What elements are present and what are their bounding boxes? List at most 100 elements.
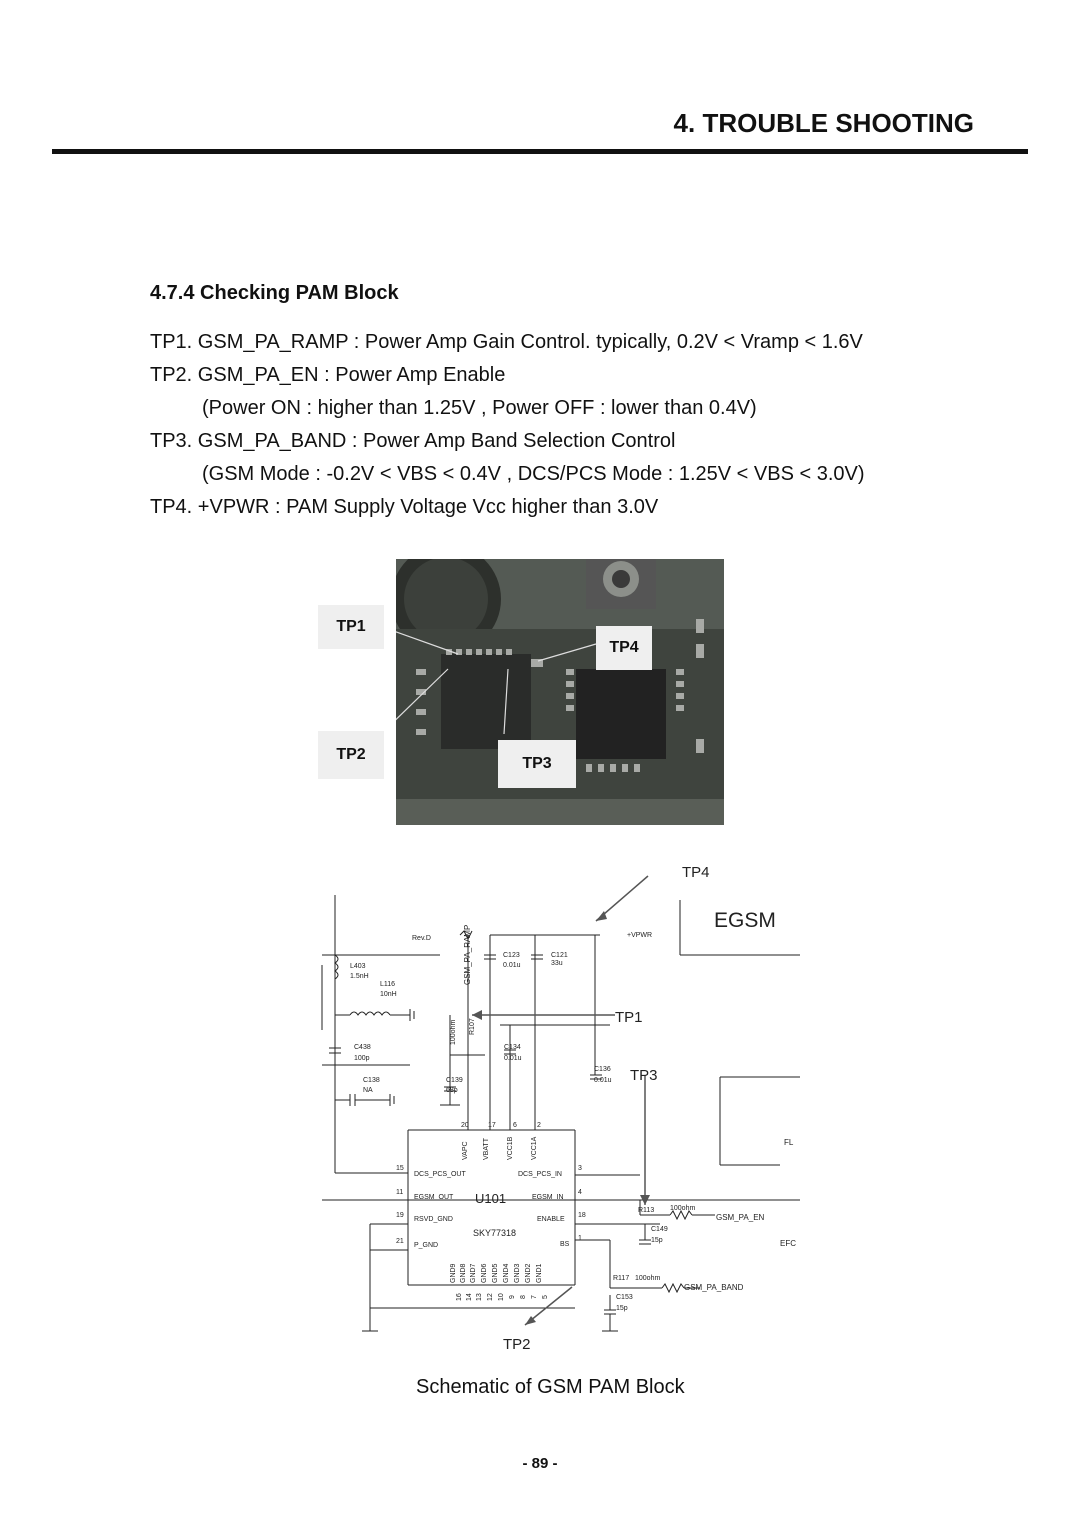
schem-pin-vapc: VAPC [462,1141,469,1160]
schem-c438: C438 [354,1044,371,1051]
schem-r113: R113 [638,1207,654,1214]
header-rule [52,149,1028,154]
schem-tp3: TP3 [630,1067,658,1084]
schem-c136v: 0.01u [594,1077,612,1084]
schem-c153v: 15p [616,1305,628,1312]
schem-gndnum-12: 12 [487,1293,494,1301]
schem-gnd1: GND1 [536,1263,543,1283]
schem-c138: C138 [363,1077,380,1084]
schem-gndnum-5: 5 [542,1295,549,1299]
text-line-tp3-detail: (GSM Mode : -0.2V < VBS < 0.4V , DCS/PCS… [202,463,865,485]
schem-pin-vbatt: VBATT [483,1137,490,1160]
schem-gndnum-14: 14 [466,1293,473,1301]
schem-tp1: TP1 [615,1009,643,1026]
photo-label-tp2: TP2 [318,731,384,779]
schem-rpin-bs: BS [560,1241,570,1248]
schem-c121v: 33u [551,960,563,967]
text-line-tp4: TP4. +VPWR : PAM Supply Voltage Vcc high… [150,496,659,518]
schem-l116v: 10nH [380,991,397,998]
section-title: 4.7.4 Checking PAM Block [150,282,399,304]
schem-gndnum-10: 10 [498,1293,505,1301]
schem-r107v: 100ohm [450,1020,457,1045]
schem-rpin-dcs-pcs-in: DCS_PCS_IN [518,1171,562,1178]
schem-c139v: 68p [446,1087,458,1094]
schem-pin-vcc1a: VCC1A [531,1136,538,1160]
schem-gnd8: GND8 [460,1263,467,1283]
schem-tp4: TP4 [682,864,710,881]
schem-lnum-11: 11 [396,1189,403,1196]
schem-c149: C149 [651,1226,668,1233]
schem-l403v: 1.5nH [350,973,369,980]
schem-lnum-15: 15 [396,1165,404,1172]
schem-l403: L403 [350,963,366,970]
schem-gsm-pa-band: GSM_PA_BAND [684,1283,744,1292]
schem-gndnum-13: 13 [476,1293,483,1301]
schem-gndnum-7: 7 [531,1295,538,1299]
photo-label-tp4: TP4 [596,626,652,670]
photo-label-tp3: TP3 [498,740,576,788]
text-line-tp2-detail: (Power ON : higher than 1.25V , Power OF… [202,397,757,419]
page-number: - 89 - [522,1455,558,1472]
schem-c153: C153 [616,1294,633,1301]
text-line-tp3: TP3. GSM_PA_BAND : Power Amp Band Select… [150,430,676,452]
schem-rpin-enable: ENABLE [537,1216,565,1223]
schem-gnd2: GND2 [525,1263,532,1283]
pcb-photo [396,559,724,825]
schem-lpin-egsm-out: EGSM_OUT [414,1194,454,1201]
schem-rnum-1: 1 [578,1235,582,1242]
schem-gnd3: GND3 [514,1263,521,1283]
text-line-tp1: TP1. GSM_PA_RAMP : Power Amp Gain Contro… [150,331,863,353]
schem-lpin-p-gnd: P_GND [414,1242,438,1249]
schem-lnum-19: 19 [396,1212,404,1219]
schem-gnd7: GND7 [470,1263,477,1283]
schem-lpin-rsvd-gnd: RSVD_GND [414,1216,453,1223]
schem-pinnum-2: 2 [537,1122,541,1129]
schem-fl: FL [784,1138,794,1147]
schem-pin-vcc1b: VCC1B [507,1136,514,1160]
schem-tp2: TP2 [503,1336,531,1353]
schem-pinnum-20: 20 [461,1122,469,1129]
schem-gnd5: GND5 [492,1263,499,1283]
schem-c121: C121 [551,952,568,959]
schem-vpwr: +VPWR [627,932,652,939]
schem-r117: R117 [613,1275,629,1282]
schem-sky: SKY77318 [473,1228,516,1238]
schem-c139: C139 [446,1077,463,1084]
schem-c149v: 15p [651,1237,663,1244]
schem-c136: C136 [594,1066,611,1073]
schem-rpin-egsm-in: EGSM_IN [532,1194,564,1201]
schem-efc: EFC [780,1239,796,1248]
schem-gnd4: GND4 [503,1263,510,1283]
schem-pinnum-17: 17 [488,1122,496,1129]
schem-l116: L116 [380,981,395,988]
schem-pinnum-6: 6 [513,1122,517,1129]
schem-c123: C123 [503,952,520,959]
schem-gsm-pa-en: GSM_PA_EN [716,1213,765,1222]
text-line-tp2: TP2. GSM_PA_EN : Power Amp Enable [150,364,506,386]
schem-c138v: NA [363,1087,373,1094]
schem-r113v: 100ohm [670,1205,695,1212]
schem-gsm-pa-ramp: GSM_PA_RAMP [463,925,472,985]
schem-rnum-3: 3 [578,1165,582,1172]
schem-lpin-dcs-pcs-out: DCS_PCS_OUT [414,1171,466,1178]
schem-revd: Rev.D [412,935,431,942]
schem-gndnum-8: 8 [520,1295,527,1299]
schem-rnum-18: 18 [578,1212,586,1219]
schem-c134v: 0.01u [504,1055,522,1062]
schem-r117v: 100ohm [635,1275,660,1282]
photo-label-tp1: TP1 [318,605,384,649]
schem-egsm: EGSM [714,909,776,932]
schematic-caption: Schematic of GSM PAM Block [416,1376,685,1398]
schem-c438v: 100p [354,1055,370,1062]
schem-u101: U101 [475,1191,506,1206]
schem-r107: R107 [469,1018,476,1035]
schem-lnum-21: 21 [396,1238,404,1245]
schem-gnd6: GND6 [481,1263,488,1283]
schem-gnd9: GND9 [450,1263,457,1283]
schem-c123v: 0.01u [503,962,521,969]
schem-gndnum-16: 16 [456,1293,463,1301]
pam-schematic: Rev.D L403 1.5nH L116 10nH C438 100p C13… [321,864,800,1353]
schem-gndnum-9: 9 [509,1295,516,1299]
schem-c134: C134 [504,1044,521,1051]
page-header-title: 4. TROUBLE SHOOTING [673,108,974,138]
